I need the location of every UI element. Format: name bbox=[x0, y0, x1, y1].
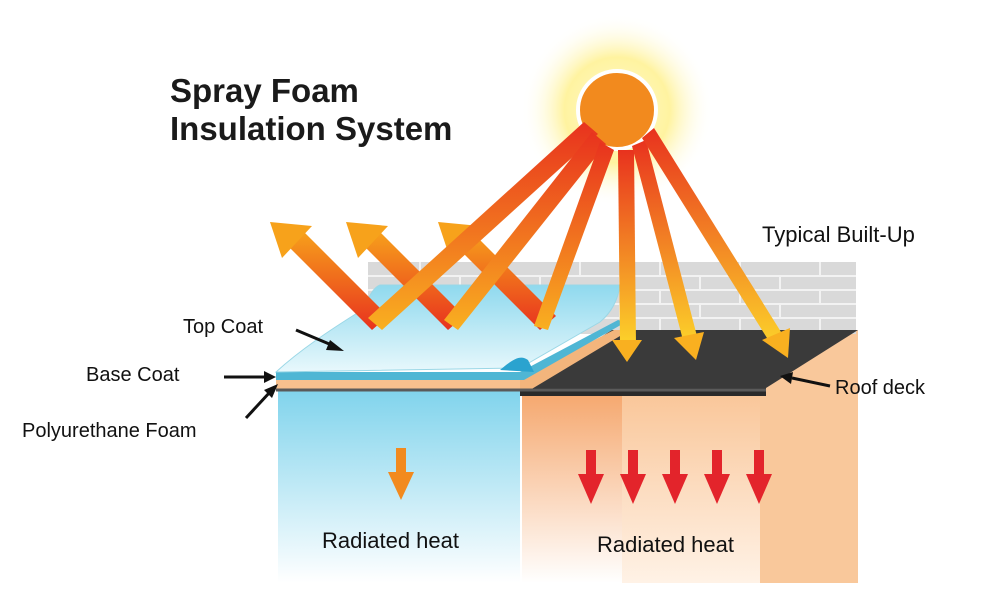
heat-arrow-right-5 bbox=[746, 450, 772, 504]
label-radiated-heat-left: Radiated heat bbox=[322, 528, 459, 553]
heat-arrow-right-1 bbox=[578, 450, 604, 504]
leader-base-coat bbox=[224, 371, 276, 383]
wall-section bbox=[278, 330, 858, 583]
label-roof-deck: Roof deck bbox=[835, 377, 926, 399]
heat-arrow-left bbox=[388, 448, 414, 500]
absorbed-ray-2 bbox=[632, 140, 704, 360]
deck-wall-edge bbox=[760, 330, 858, 583]
incoming-ray-2 bbox=[444, 132, 606, 330]
absorbed-rays bbox=[612, 128, 790, 362]
label-typical-built-up: Typical Built-Up bbox=[762, 222, 915, 247]
diagram-title: Spray Foam Insulation System bbox=[170, 72, 452, 148]
heat-arrow-right-3 bbox=[662, 450, 688, 504]
deck-wall-column-front bbox=[522, 388, 622, 583]
absorbed-ray-3 bbox=[642, 128, 790, 358]
heat-arrows-right bbox=[578, 450, 772, 504]
foam-slope bbox=[520, 330, 630, 390]
heat-arrow-right-4 bbox=[704, 450, 730, 504]
label-base-coat: Base Coat bbox=[86, 364, 180, 386]
label-top-coat: Top Coat bbox=[183, 316, 264, 338]
leader-roof-deck bbox=[780, 372, 831, 388]
title-line-2: Insulation System bbox=[170, 110, 453, 147]
incoming-ray-1 bbox=[368, 122, 598, 330]
label-radiated-heat-right: Radiated heat bbox=[597, 532, 734, 557]
incoming-rays-sheet bbox=[368, 122, 614, 330]
label-polyurethane-foam: Polyurethane Foam bbox=[22, 420, 197, 442]
leader-polyurethane-foam bbox=[244, 384, 278, 420]
polyurethane-foam-layer bbox=[276, 378, 520, 390]
title-line-1: Spray Foam bbox=[170, 72, 359, 109]
leader-top-coat bbox=[295, 328, 344, 351]
base-coat-layer bbox=[276, 320, 626, 380]
reflected-ray-1 bbox=[270, 222, 388, 330]
heat-arrow-right-2 bbox=[620, 450, 646, 504]
sun-core bbox=[576, 69, 658, 151]
incoming-ray-3 bbox=[534, 142, 614, 330]
absorbed-ray-1 bbox=[612, 150, 642, 362]
